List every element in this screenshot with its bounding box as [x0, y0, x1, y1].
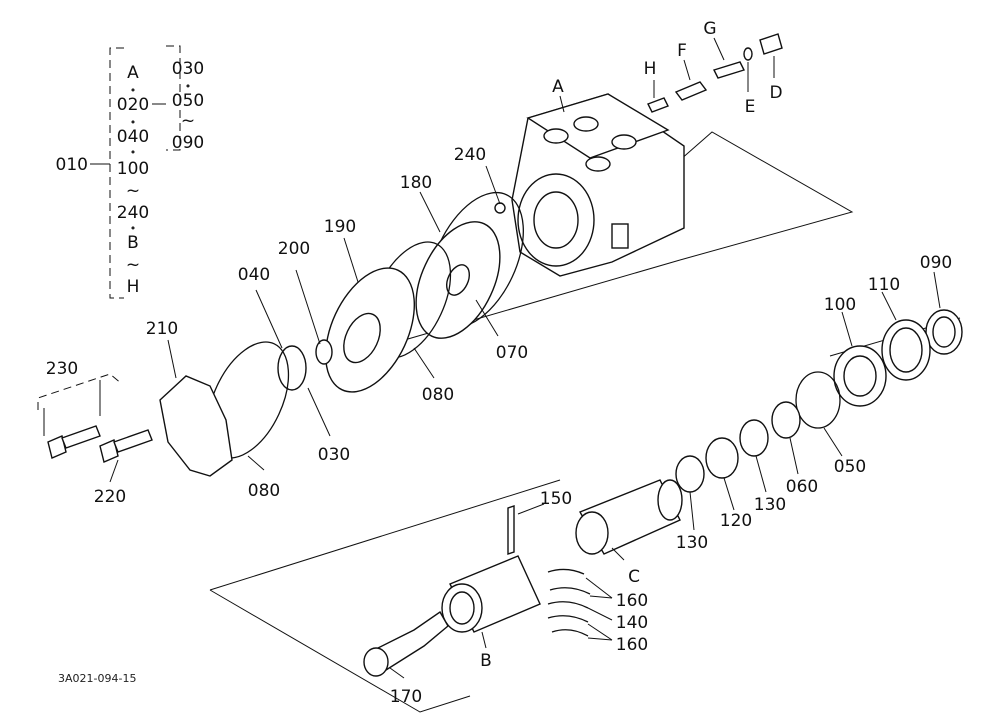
- group-left-item: A: [127, 63, 139, 83]
- group-left-item: 040: [117, 127, 149, 147]
- label-080-lower: 080: [248, 481, 280, 501]
- label-160-lower: 160: [616, 635, 648, 655]
- gear-part: [324, 241, 452, 393]
- endcap-part: [159, 341, 290, 477]
- group-left-item: B: [127, 233, 139, 253]
- label-A: A: [552, 77, 564, 97]
- label-140: 140: [616, 613, 648, 633]
- group-bracket: 010 A • 020 • 040 • 100 ~ 240 • B ~ H 03…: [56, 45, 204, 299]
- label-130-lower: 130: [676, 533, 708, 553]
- label-150: 150: [540, 489, 572, 509]
- group-separator: •: [185, 80, 192, 93]
- label-100: 100: [824, 295, 856, 315]
- group-separator: •: [130, 84, 137, 97]
- part-labels: A H F G E D 240 180 190 200 040 210 230 …: [46, 19, 952, 707]
- group-right-item: 090: [172, 133, 204, 153]
- label-D: D: [769, 83, 782, 103]
- label-180: 180: [400, 173, 432, 193]
- label-050: 050: [834, 457, 866, 477]
- label-220: 220: [94, 487, 126, 507]
- fitting-parts: [647, 33, 783, 113]
- group-main-label: 010: [56, 155, 88, 175]
- group-left-item: 100: [117, 159, 149, 179]
- label-200: 200: [278, 239, 310, 259]
- group-separator: •: [130, 222, 137, 235]
- group-left-item: 240: [117, 203, 149, 223]
- group-separator: ~: [181, 111, 195, 131]
- label-070: 070: [496, 343, 528, 363]
- label-160-upper: 160: [616, 591, 648, 611]
- label-B: B: [480, 651, 492, 671]
- label-190: 190: [324, 217, 356, 237]
- label-230: 230: [46, 359, 78, 379]
- housing-part: [511, 93, 685, 277]
- label-110: 110: [868, 275, 900, 295]
- group-separator: ~: [126, 255, 140, 275]
- plate-part: [415, 191, 524, 339]
- bolt-parts: [37, 373, 153, 463]
- leader-lines: [109, 95, 941, 679]
- label-030: 030: [318, 445, 350, 465]
- group-separator: ~: [126, 181, 140, 201]
- shaft-part: [363, 610, 449, 677]
- label-120: 120: [720, 511, 752, 531]
- spool-part: [575, 479, 683, 555]
- label-080-upper: 080: [422, 385, 454, 405]
- label-130-upper: 130: [754, 495, 786, 515]
- label-G: G: [703, 19, 716, 39]
- group-right-item: 050: [172, 91, 204, 111]
- label-H: H: [644, 59, 657, 79]
- label-C: C: [628, 567, 640, 587]
- ring-parts: [675, 309, 963, 493]
- spacer-parts: [277, 339, 333, 391]
- group-separator: •: [130, 116, 137, 129]
- label-170: 170: [390, 687, 422, 707]
- spring-parts: [547, 568, 591, 637]
- label-240: 240: [454, 145, 486, 165]
- diagram-code: 3A021-094-15: [58, 672, 136, 685]
- group-right-item: 030: [172, 59, 204, 79]
- group-separator: •: [130, 146, 137, 159]
- label-F: F: [677, 41, 687, 61]
- group-left-item: 020: [117, 95, 149, 115]
- label-040: 040: [238, 265, 270, 285]
- group-left-item: H: [127, 277, 140, 297]
- label-E: E: [745, 97, 756, 117]
- label-210: 210: [146, 319, 178, 339]
- label-060: 060: [786, 477, 818, 497]
- label-090: 090: [920, 253, 952, 273]
- sleeve-part: [441, 505, 541, 633]
